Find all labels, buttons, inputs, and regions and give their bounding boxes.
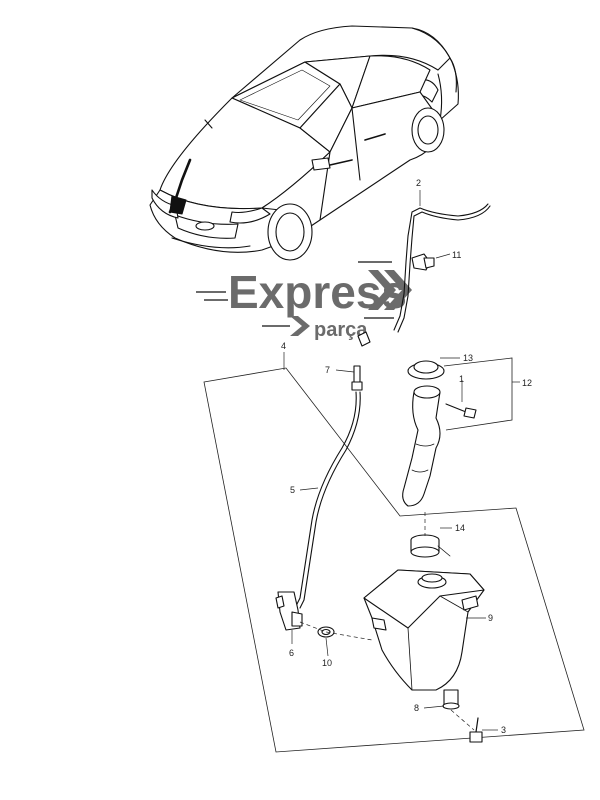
brand-logo: Express parça — [196, 261, 412, 341]
logo-chevron-icon — [290, 316, 310, 336]
callout-9: 9 — [488, 613, 493, 623]
callout-14: 14 — [455, 523, 465, 533]
callout-8: 8 — [414, 703, 419, 713]
part-washer-pump — [275, 591, 303, 631]
callout-10: 10 — [322, 658, 332, 668]
callout-13: 13 — [463, 353, 473, 363]
assembly-dashed-lines — [299, 512, 475, 731]
callout-5: 5 — [290, 485, 295, 495]
part-screw — [445, 403, 477, 419]
part-washer-reservoir — [363, 569, 485, 710]
callout-1: 1 — [459, 374, 464, 384]
part-filler-neck — [402, 385, 441, 507]
part-pump-seal — [317, 626, 335, 638]
callout-6: 6 — [289, 648, 294, 658]
part-bolt — [469, 717, 483, 743]
callout-12: 12 — [522, 378, 532, 388]
logo-sub-text: parça — [314, 319, 368, 341]
callout-2: 2 — [416, 178, 421, 188]
callout-11: 11 — [452, 250, 461, 260]
assembly-frame-12 — [443, 357, 513, 431]
callout-7: 7 — [325, 365, 330, 375]
callout-leaders — [283, 190, 520, 731]
callout-numbers: 2 11 4 7 13 1 12 5 14 9 6 10 8 3 — [281, 178, 532, 735]
assembly-frame-4 — [203, 367, 585, 753]
logo-chevron-icon — [368, 270, 396, 310]
car-illustration — [149, 25, 459, 261]
part-washer-hose — [357, 203, 491, 347]
part-nozzle — [351, 365, 363, 391]
logo-speed-lines — [196, 261, 394, 327]
part-grommet — [410, 534, 451, 558]
callout-4: 4 — [281, 341, 286, 351]
logo-chevron-icon — [384, 270, 412, 310]
part-filler-cap — [407, 360, 445, 380]
part-washer-tube — [295, 391, 361, 609]
callout-3: 3 — [501, 725, 506, 735]
part-hose-clip — [411, 253, 435, 271]
